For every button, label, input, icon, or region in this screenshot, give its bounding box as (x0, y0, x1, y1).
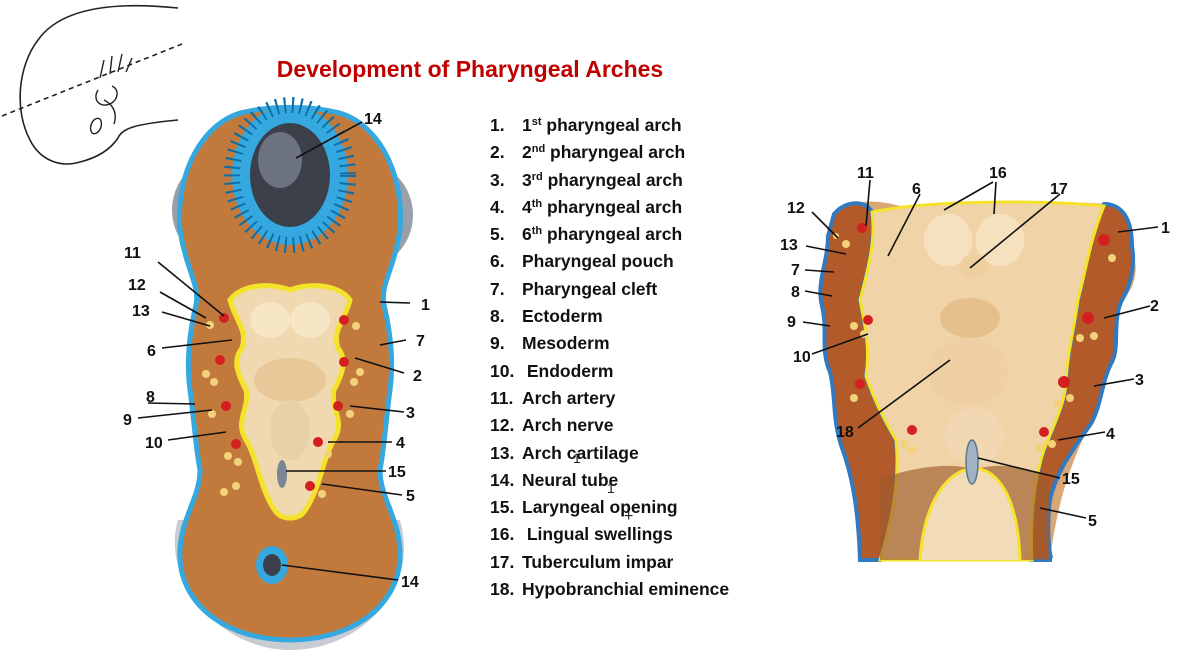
right-label-12: 12 (787, 200, 805, 217)
left-label-12: 12 (128, 277, 146, 294)
legend-item: 2.2nd pharyngeal arch (490, 142, 686, 163)
right-label-15: 15 (1062, 471, 1080, 488)
right-label-13: 13 (780, 237, 798, 254)
right-label-16: 16 (989, 165, 1007, 182)
page-title: Development of Pharyngeal Arches (276, 56, 664, 82)
left-label-5: 5 (406, 488, 415, 505)
right-label-8: 8 (791, 284, 800, 301)
legend-list: 1.1st pharyngeal arch 2.2nd pharyngeal a… (490, 112, 729, 603)
left-label-14-bottom: 14 (401, 574, 419, 591)
embryo-orientation-sketch (1, 4, 183, 165)
left-label-7: 7 (416, 333, 425, 350)
right-label-3: 3 (1135, 372, 1144, 389)
legend-item: 3.3rd pharyngeal arch (490, 169, 683, 190)
legend-item: 18.Hypobranchial eminence (490, 579, 730, 600)
legend-item: 14.Neural tube (490, 469, 619, 490)
right-label-2: 2 (1150, 298, 1159, 315)
legend-item: 7.Pharyngeal cleft (490, 278, 658, 299)
right-label-9: 9 (787, 314, 796, 331)
left-label-8: 8 (146, 389, 155, 406)
right-label-5: 5 (1088, 513, 1097, 530)
legend-item: 4.4th pharyngeal arch (490, 196, 683, 217)
left-label-14-top: 14 (364, 111, 382, 128)
legend-item: 8.Ectoderm (490, 306, 603, 327)
left-label-6: 6 (147, 343, 156, 360)
legend-item: 9.Mesoderm (490, 333, 610, 354)
stray-mark: 1 (607, 480, 615, 496)
right-label-18: 18 (836, 424, 854, 441)
left-label-1: 1 (421, 297, 430, 314)
right-label-17: 17 (1050, 181, 1068, 198)
legend-item: 17.Tuberculum impar (490, 551, 674, 572)
left-label-9: 9 (123, 412, 132, 429)
left-label-11: 11 (124, 245, 141, 262)
legend-item: 1.1st pharyngeal arch (490, 115, 682, 135)
legend-item: 10. Endoderm (490, 360, 614, 381)
left-label-4: 4 (396, 435, 405, 452)
right-label-1: 1 (1161, 220, 1170, 237)
legend-item: 12.Arch nerve (490, 415, 614, 436)
right-label-10: 10 (793, 349, 811, 366)
legend-item: 15.Laryngeal opening (490, 497, 678, 518)
legend-item: 11.Arch artery (490, 387, 616, 408)
right-label-4: 4 (1106, 426, 1115, 443)
right-label-6: 6 (912, 181, 921, 198)
left-label-2: 2 (413, 368, 422, 385)
left-label-3: 3 (406, 405, 415, 422)
left-label-15: 15 (388, 464, 406, 481)
stray-mark: 1 (573, 450, 581, 466)
legend-item: 16. Lingual swellings (490, 524, 673, 545)
left-label-13: 13 (132, 303, 150, 320)
right-label-7: 7 (791, 262, 800, 279)
legend-item: 6.Pharyngeal pouch (490, 251, 674, 272)
legend-item: 5.6th pharyngeal arch (490, 224, 683, 245)
stray-cross-mark: + (624, 508, 634, 525)
cross-section-diagram: 14 11 12 13 1 6 7 2 8 9 3 10 4 15 5 14 (123, 97, 430, 650)
left-label-10: 10 (145, 435, 163, 452)
right-label-11: 11 (857, 165, 874, 182)
legend-item: 13.Arch cartilage (490, 442, 639, 463)
